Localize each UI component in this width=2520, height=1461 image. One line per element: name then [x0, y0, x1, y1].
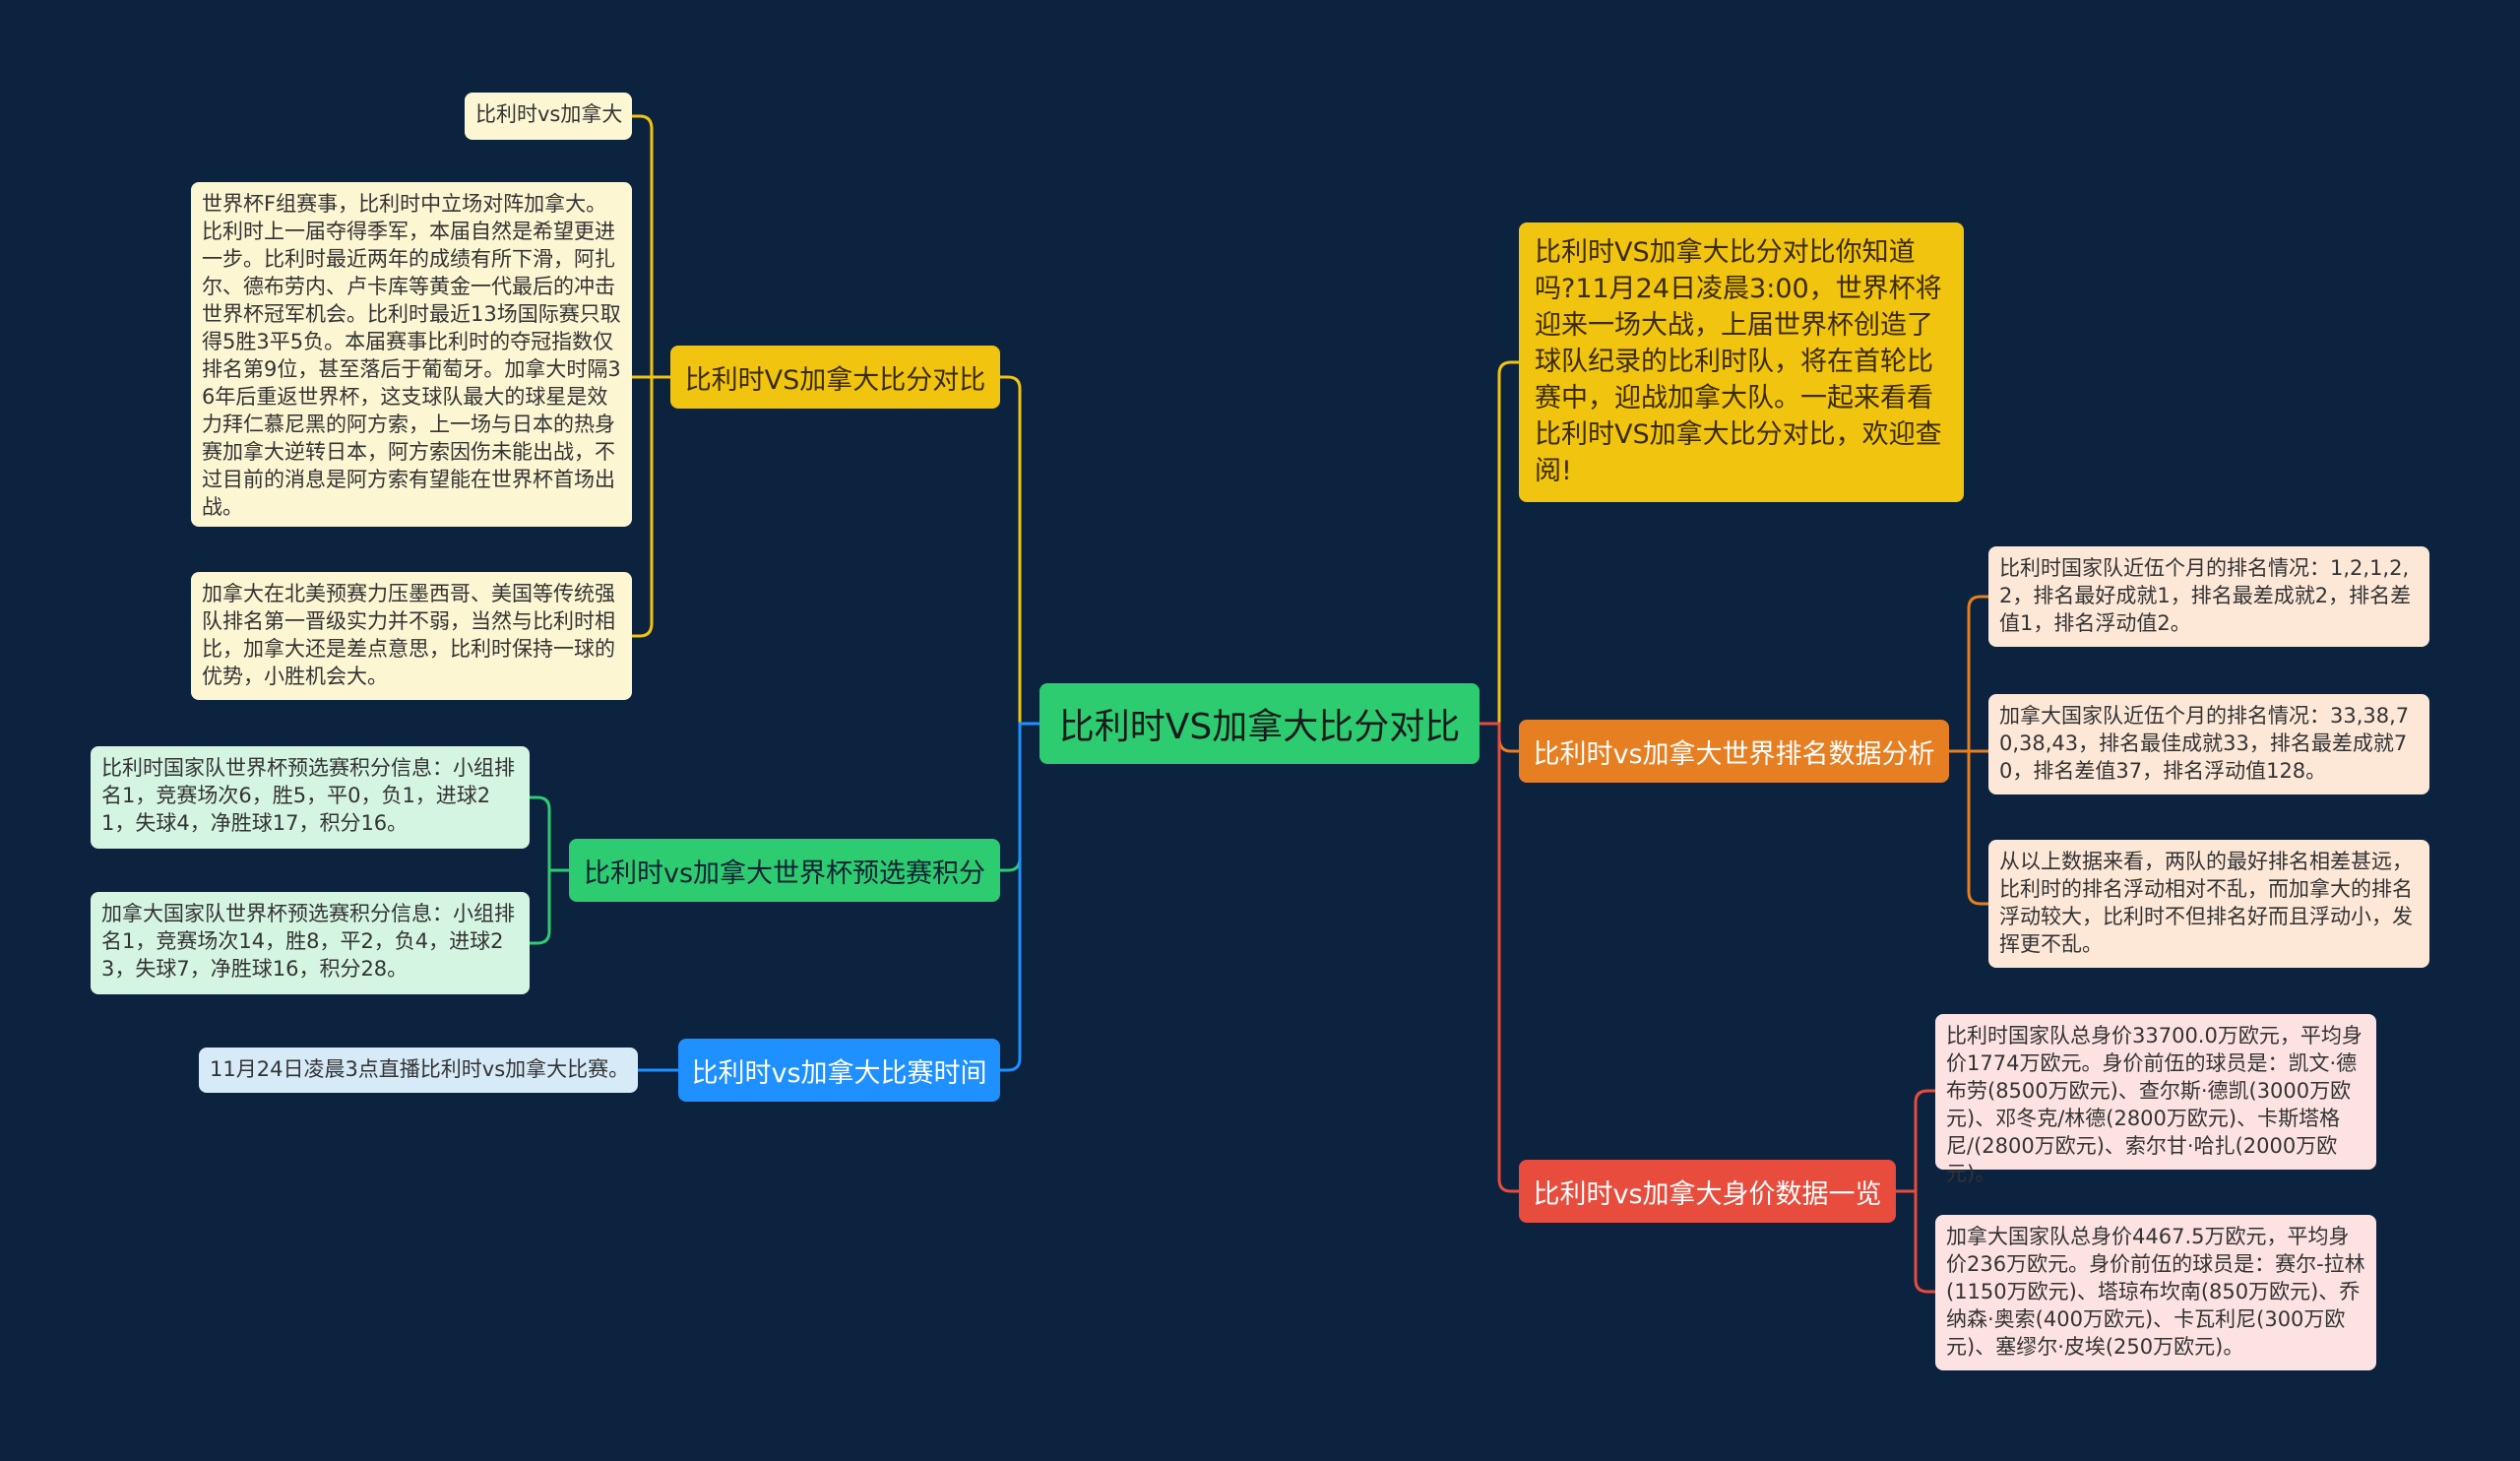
connector-t5-l2 — [1896, 1189, 1935, 1294]
leaf-belgium-points[interactable]: 比利时国家队世界杯预选赛积分信息：小组排名1，竞赛场次6，胜5，平0，负1，进球… — [91, 746, 530, 849]
connector-t5-l1 — [1896, 1089, 1935, 1193]
connector-root-topic5 — [1480, 722, 1519, 1193]
leaf-match-prediction[interactable]: 加拿大在北美预赛力压墨西哥、美国等传统强队排名第一晋级实力并不弱，当然与比利时相… — [191, 572, 632, 700]
topic-qualifier-points[interactable]: 比利时vs加拿大世界杯预选赛积分 — [569, 839, 1000, 902]
connector-root-topic3 — [1000, 722, 1040, 1072]
topic-match-time[interactable]: 比利时vs加拿大比赛时间 — [678, 1039, 1000, 1102]
leaf-match-time[interactable]: 11月24日凌晨3点直播比利时vs加拿大比赛。 — [199, 1048, 638, 1093]
leaf-belgium-value[interactable]: 比利时国家队总身价33700.0万欧元，平均身价1774万欧元。身价前伍的球员是… — [1935, 1014, 2376, 1185]
leaf-ranking-conclusion[interactable]: 从以上数据来看，两队的最好排名相差甚远，比利时的排名浮动相对不乱，而加拿大的排名… — [1988, 840, 2429, 968]
leaf-match-title[interactable]: 比利时vs加拿大 — [465, 93, 632, 140]
connector-t2-l2 — [530, 868, 569, 945]
connector-t4-l3 — [1949, 749, 1988, 906]
topic-score-comparison[interactable]: 比利时VS加拿大比分对比 — [670, 346, 1000, 409]
root-node[interactable]: 比利时VS加拿大比分对比 — [1040, 683, 1480, 764]
leaf-canada-value[interactable]: 加拿大国家队总身价4467.5万欧元，平均身价236万欧元。身价前伍的球员是：赛… — [1935, 1215, 2376, 1370]
topic-ranking-analysis[interactable]: 比利时vs加拿大世界排名数据分析 — [1519, 720, 1949, 783]
leaf-canada-ranking[interactable]: 加拿大国家队近伍个月的排名情况：33,38,70,38,43，排名最佳成就33，… — [1988, 694, 2429, 794]
connector-root-intro — [1480, 360, 1519, 726]
connector-t2-l1 — [530, 795, 569, 872]
intro-node[interactable]: 比利时VS加拿大比分对比你知道吗?11月24日凌晨3:00，世界杯将迎来一场大战… — [1519, 222, 1964, 502]
connector-t1-l3 — [632, 375, 670, 638]
topic-market-value[interactable]: 比利时vs加拿大身价数据一览 — [1519, 1160, 1896, 1223]
connector-t4-l1 — [1949, 595, 1988, 753]
leaf-match-preview[interactable]: 世界杯F组赛事，比利时中立场对阵加拿大。比利时上一届夺得季军，本届自然是希望更进… — [191, 182, 632, 527]
connector-t1-l1 — [632, 114, 670, 379]
leaf-canada-points[interactable]: 加拿大国家队世界杯预选赛积分信息：小组排名1，竞赛场次14，胜8，平2，负4，进… — [91, 892, 530, 994]
leaf-belgium-ranking[interactable]: 比利时国家队近伍个月的排名情况：1,2,1,2,2，排名最好成就1，排名最差成就… — [1988, 546, 2429, 647]
